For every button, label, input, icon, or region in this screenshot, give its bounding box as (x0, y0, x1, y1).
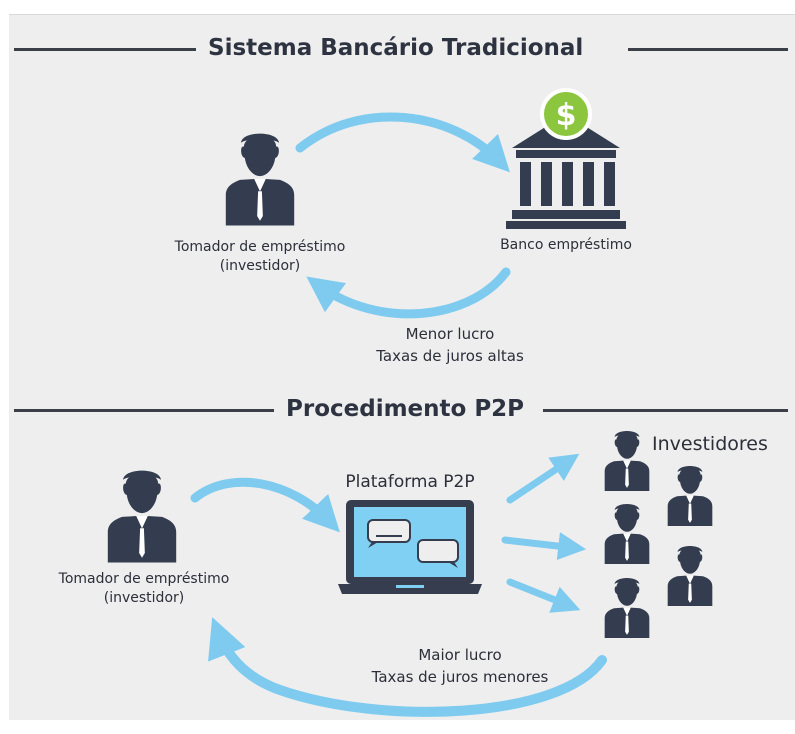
section1-rule-left (14, 48, 202, 51)
person-icon (667, 546, 713, 606)
laptop-icon (338, 500, 482, 594)
person-icon (667, 466, 713, 526)
diagram-canvas (9, 14, 795, 720)
section2-borrower-label: Tomador de empréstimo (investidor) (34, 570, 254, 608)
platform-label: Plataforma P2P (345, 472, 475, 492)
arrow-platform-to-investors-mid (501, 532, 587, 561)
dollar-coin-icon: $ (540, 88, 592, 140)
section1-borrower-label-line2: (investidor) (219, 258, 301, 274)
svg-text:$: $ (556, 98, 577, 133)
section1-borrower-label-line1: Tomador de empréstimo (174, 239, 346, 255)
arrow-investors-to-borrower (208, 617, 607, 717)
person-icon (604, 578, 650, 638)
section2-borrower-label-line1: Tomador de empréstimo (58, 571, 230, 587)
section2-return-line1: Maior lucro (418, 646, 502, 664)
arrow-platform-to-investors-bottom (506, 578, 581, 613)
section2-rule-right (543, 409, 788, 412)
section1-return-line2: Taxas de juros altas (376, 347, 524, 365)
section1-title: Sistema Bancário Tradicional (196, 35, 596, 61)
chat-bubble-icon (367, 519, 459, 568)
section1-return-line1: Menor lucro (405, 325, 495, 343)
section2-return-label: Maior lucro Taxas de juros menores (340, 644, 580, 688)
section1-bank-label: Banco empréstimo (500, 237, 632, 253)
section2-borrower-label-line2: (investidor) (103, 590, 185, 606)
section2-rule-left (14, 409, 276, 412)
person-icon (604, 504, 650, 564)
section1-rule-right (628, 48, 788, 51)
person-icon (604, 431, 650, 491)
person-icon (107, 470, 177, 563)
arrow-borrower-to-platform (190, 477, 340, 533)
section2-return-line2: Taxas de juros menores (371, 668, 549, 686)
section1-return-label: Menor lucro Taxas de juros altas (340, 323, 560, 367)
arrow-borrower-to-bank (295, 112, 510, 173)
person-icon (225, 133, 295, 226)
arrow-platform-to-investors-top (506, 453, 580, 504)
investors-label: Investidores (652, 433, 768, 455)
arrow-bank-to-borrower (306, 267, 511, 319)
section1-borrower-label: Tomador de empréstimo (investidor) (150, 238, 370, 276)
section2-title: Procedimento P2P (274, 396, 537, 422)
